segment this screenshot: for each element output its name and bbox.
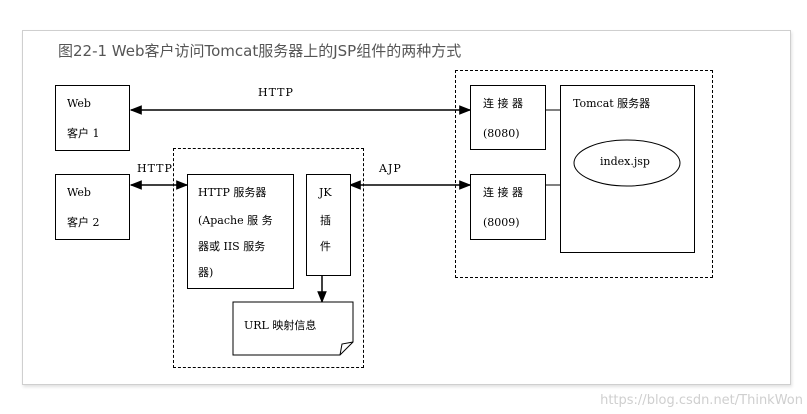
web-client-1-box: Web 客户 1 — [55, 85, 130, 151]
connector-bottom-line2: (8009) — [483, 216, 520, 229]
connector-top-line2: (8080) — [483, 127, 520, 140]
connector-8009-box: 连 接 器 (8009) — [470, 174, 546, 240]
http-server-line4: 器) — [198, 266, 214, 279]
tomcat-group-dashed — [455, 70, 713, 278]
web-client-2-box: Web 客户 2 — [55, 174, 130, 240]
client2-line1: Web — [67, 186, 91, 199]
http-label-top: HTTP — [258, 86, 294, 99]
proxy-group-dashed — [173, 148, 364, 368]
http-server-line2: (Apache 服 务 — [198, 214, 273, 227]
jk-line1: JK — [319, 186, 332, 199]
connector-bottom-line1: 连 接 器 — [483, 186, 523, 199]
http-server-line3: 器或 IIS 服务 — [198, 240, 266, 253]
jk-line3: 件 — [320, 240, 331, 253]
client1-line2: 客户 1 — [67, 127, 100, 140]
figure-caption: 图22-1 Web客户访问Tomcat服务器上的JSP组件的两种方式 — [58, 42, 462, 60]
jk-line2: 插 — [320, 214, 331, 227]
watermark: https://blog.csdn.net/ThinkWon — [600, 393, 803, 408]
ajp-label: AJP — [379, 162, 402, 175]
client1-line1: Web — [67, 97, 91, 110]
http-server-box: HTTP 服务器 (Apache 服 务 器或 IIS 服务 器) — [187, 174, 294, 289]
url-mapping-label: URL 映射信息 — [244, 319, 317, 332]
http-server-line1: HTTP 服务器 — [198, 186, 267, 199]
connector-top-line1: 连 接 器 — [483, 97, 523, 110]
http-label-left: HTTP — [137, 162, 173, 175]
index-jsp-label: index.jsp — [600, 155, 650, 168]
tomcat-title: Tomcat 服务器 — [573, 97, 651, 110]
connector-8080-box: 连 接 器 (8080) — [470, 85, 546, 150]
jk-plugin-box: JK 插 件 — [306, 174, 351, 276]
client2-line2: 客户 2 — [67, 216, 100, 229]
